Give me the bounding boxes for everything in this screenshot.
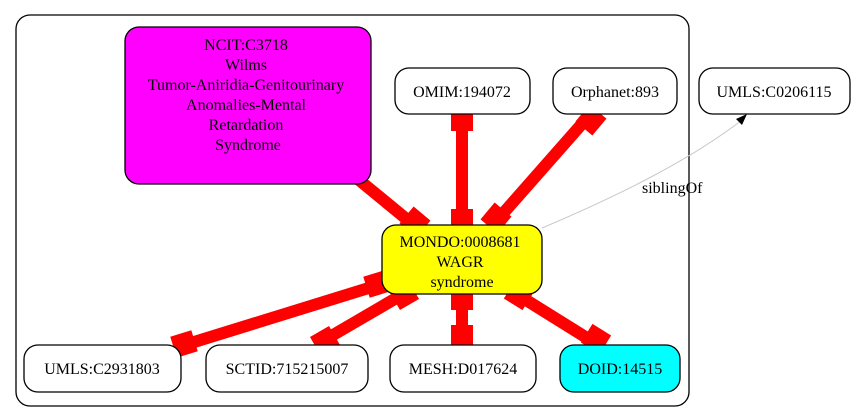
node-sctid-label: SCTID:715215007 [226,361,349,378]
node-mesh-label: MESH:D017624 [409,361,517,378]
node-mondo-label: MONDO:0008681 WAGR syndrome [400,234,525,291]
edge-mondo-mesh [451,288,473,347]
node-ncit-label: NCIT:C3718 Wilms Tumor-Aniridia-Genitour… [148,37,348,154]
node-umls-label: UMLS:C2931803 [44,361,160,378]
node-doid-label: DOID:14515 [578,361,662,378]
sibling-edge-label: siblingOf [642,180,703,197]
node-sctid[interactable]: SCTID:715215007 [205,344,369,393]
node-umls-sibling[interactable]: UMLS:C0206115 [698,67,851,115]
node-mesh[interactable]: MESH:D017624 [389,344,537,393]
cluster-boundary [15,14,690,407]
node-omim[interactable]: OMIM:194072 [394,67,531,115]
node-ncit[interactable]: NCIT:C3718 Wilms Tumor-Aniridia-Genitour… [124,26,372,185]
node-omim-label: OMIM:194072 [413,84,511,101]
node-orphanet-label: Orphanet:893 [571,84,659,101]
edge-orphanet-mondo [480,104,607,234]
node-mondo[interactable]: MONDO:0008681 WAGR syndrome [381,224,543,295]
node-umls[interactable]: UMLS:C2931803 [23,344,182,393]
node-umls-sibling-label: UMLS:C0206115 [717,84,832,101]
edge-mondo-sibling: siblingOf [541,114,747,229]
node-orphanet[interactable]: Orphanet:893 [552,67,678,115]
edge-omim-mondo [451,109,473,231]
node-doid[interactable]: DOID:14515 [559,344,681,393]
nodes-layer: NCIT:C3718 Wilms Tumor-Aniridia-Genitour… [23,26,851,393]
